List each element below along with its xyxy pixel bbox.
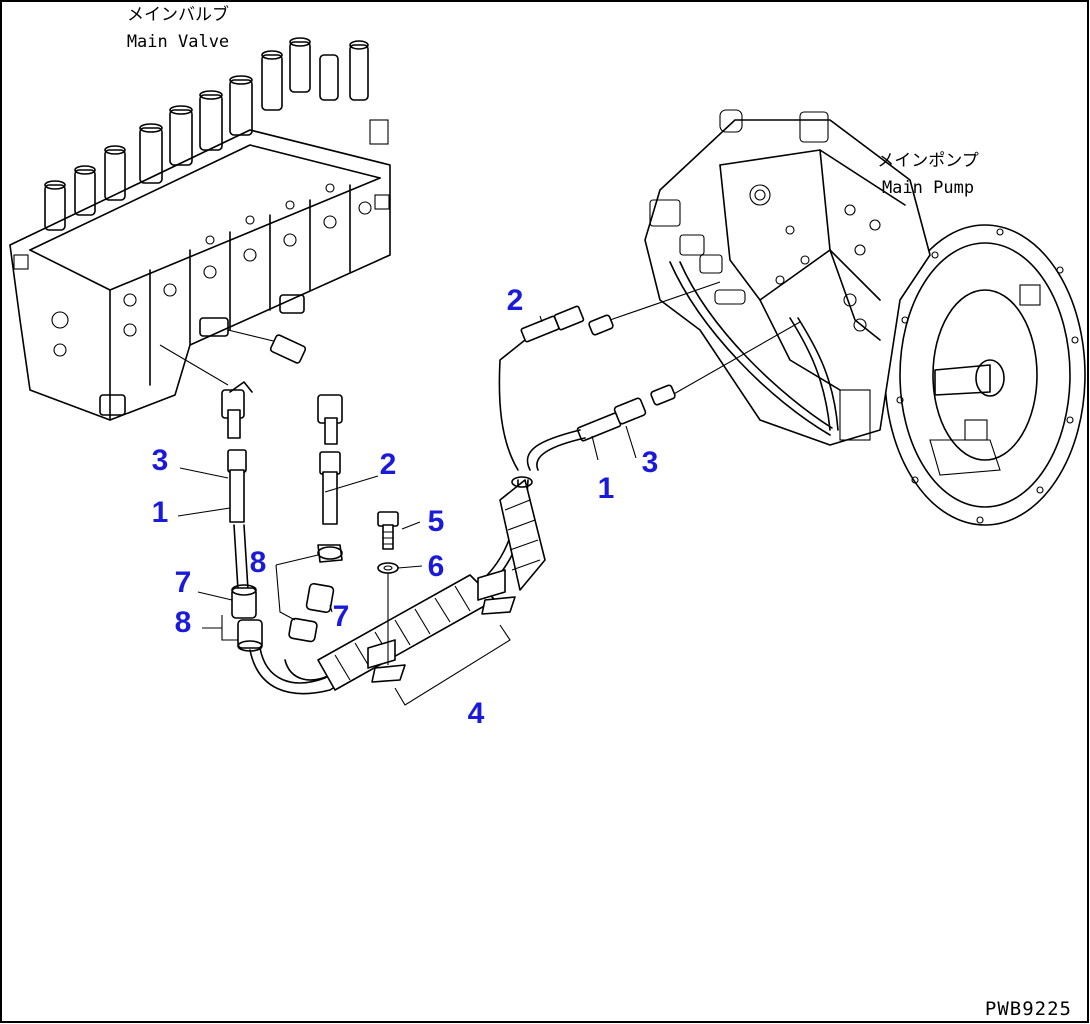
callout-3-right: 3 xyxy=(642,446,659,479)
main-pump-label-en: Main Pump xyxy=(882,178,974,198)
callout-2-right: 2 xyxy=(507,284,524,317)
hose-fitting-2-left xyxy=(319,451,341,525)
bolt-5 xyxy=(377,511,399,550)
fitting-7-right xyxy=(288,582,335,643)
hose-fitting-1-right xyxy=(576,397,647,442)
callout-7-right: 7 xyxy=(333,600,350,633)
callout-3-left: 3 xyxy=(152,444,169,477)
callout-5: 5 xyxy=(428,505,445,538)
callout-7-left: 7 xyxy=(175,566,192,599)
fitting-7-left xyxy=(231,584,257,619)
callout-8-right: 8 xyxy=(250,546,267,579)
pump-port-leader-lower xyxy=(671,321,801,396)
callout-1-left: 1 xyxy=(152,496,169,529)
pump-connector-lower xyxy=(650,384,676,406)
main-pump-drawing: メインポンプ Main Pump xyxy=(644,109,1086,526)
callout-2-left: 2 xyxy=(380,448,397,481)
drawing-id: PWB9225 xyxy=(985,998,1072,1020)
leader-lines xyxy=(177,315,637,641)
hose-line-right xyxy=(284,339,586,681)
valve-elbow-right xyxy=(269,334,343,445)
washer-6 xyxy=(377,562,399,574)
spiral-protector xyxy=(317,476,546,691)
main-pump-label-jp: メインポンプ xyxy=(877,151,979,171)
callout-1-right: 1 xyxy=(598,472,615,505)
hose-fitting-2-right xyxy=(520,305,585,343)
main-valve-label-jp: メインバルブ xyxy=(127,4,229,25)
valve-elbow-left xyxy=(221,381,253,439)
callout-4-bracket xyxy=(394,624,511,706)
oring-8-left xyxy=(237,619,263,652)
main-valve-drawing: メインバルブ Main Valve xyxy=(9,4,391,421)
oring-8-right xyxy=(317,544,343,563)
main-valve-label-en: Main Valve xyxy=(127,32,229,52)
hose-fitting-1-left xyxy=(227,449,247,523)
callout-8-left: 8 xyxy=(175,606,192,639)
callout-6: 6 xyxy=(428,550,445,583)
pump-port-leader-upper xyxy=(609,281,721,321)
pump-connector-upper xyxy=(588,314,614,336)
callout-4: 4 xyxy=(468,697,485,730)
